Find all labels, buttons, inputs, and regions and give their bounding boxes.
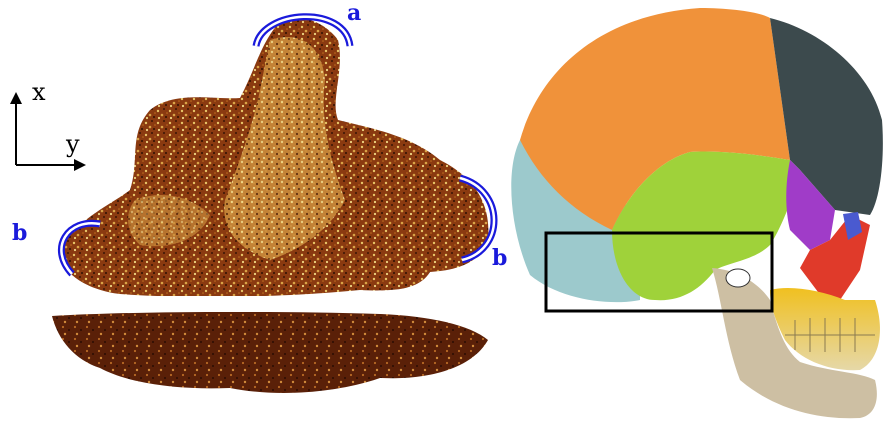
x-axis-label: x bbox=[32, 80, 46, 104]
y-axis-arrowhead bbox=[74, 159, 86, 171]
skull-illustration bbox=[511, 8, 883, 418]
bone-lower-surface bbox=[52, 312, 488, 393]
external-acoustic-meatus bbox=[726, 269, 750, 287]
marker-label-a: a bbox=[347, 2, 361, 24]
x-axis-arrowhead bbox=[10, 92, 22, 104]
bone-surface-render bbox=[40, 18, 510, 393]
y-axis-label: y bbox=[66, 132, 80, 156]
marker-label-b-right: b bbox=[492, 247, 507, 269]
marker-label-b-left: b bbox=[12, 222, 27, 244]
section-gap bbox=[40, 296, 510, 312]
